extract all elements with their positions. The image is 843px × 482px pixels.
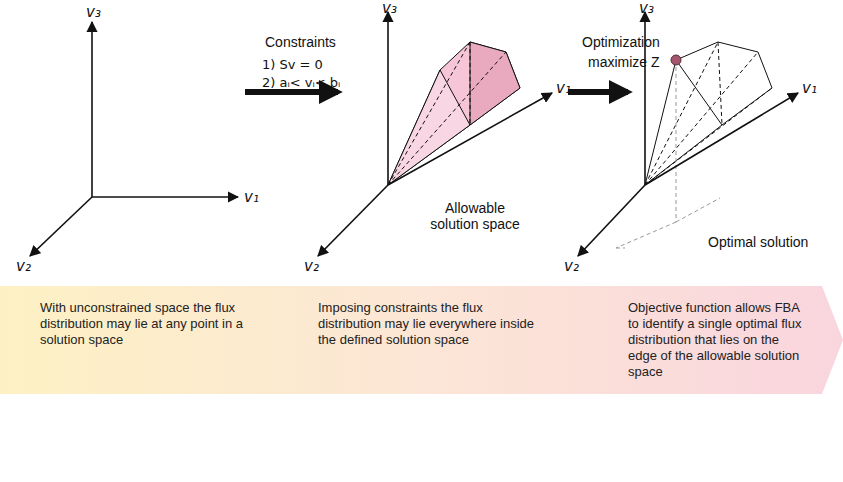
flow-band: With unconstrained space the flux distri…	[0, 286, 843, 482]
axes	[30, 22, 238, 256]
axis-label: v₂	[16, 258, 31, 274]
band-shape	[0, 286, 843, 482]
axis-label: v₃	[86, 4, 101, 20]
axis-label: v₂	[304, 258, 319, 274]
axis-label: v₁	[802, 80, 817, 96]
axis-label: v₃	[639, 0, 654, 16]
band-text: Imposing constraints the flux distributi…	[318, 300, 538, 348]
annotation: Allowable solution space	[420, 200, 530, 232]
process-arrow	[568, 89, 628, 95]
annotation: Optimal solution	[708, 234, 808, 250]
annotation: 1) Sv = 0	[262, 57, 323, 73]
optimal-point	[671, 55, 681, 65]
axes	[318, 12, 552, 256]
axis-label: v₂	[564, 258, 579, 274]
axis-label: v₁	[556, 80, 571, 96]
axis-label: v₁	[244, 189, 259, 205]
solution-polytope	[388, 42, 520, 185]
annotation: maximize Z	[588, 54, 660, 70]
annotation: Optimization	[582, 34, 660, 50]
annotation: Constraints	[265, 34, 336, 50]
axis-label: v₃	[382, 0, 397, 16]
band-text: With unconstrained space the flux distri…	[40, 300, 258, 348]
band-text: Objective function allows FBA to identif…	[628, 300, 808, 380]
solution-polytope	[616, 42, 772, 248]
annotation: 2) aᵢ< vᵢ< bᵢ	[262, 75, 340, 91]
axes	[578, 12, 798, 256]
